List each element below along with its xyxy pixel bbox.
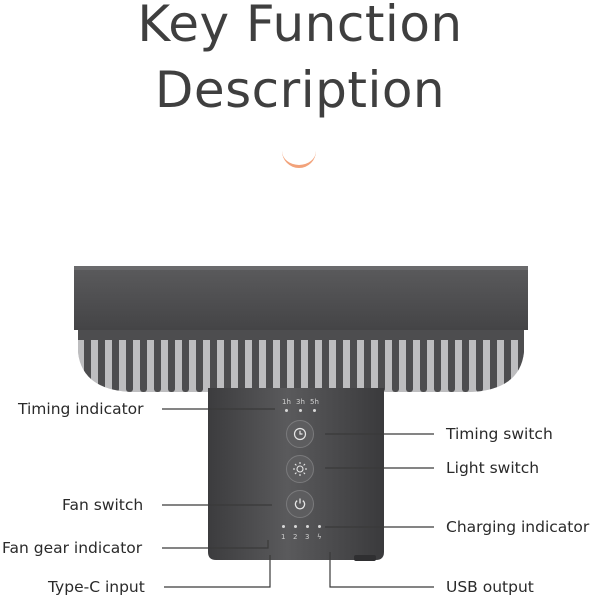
gear-dot-3	[306, 525, 309, 528]
cage-rib	[336, 330, 343, 392]
cage-rib	[364, 330, 371, 392]
cage-rib	[434, 330, 441, 392]
cage-rib	[420, 330, 427, 392]
sun-icon	[293, 462, 307, 476]
label-type-c-input: Type-C input	[48, 578, 145, 596]
clock-icon	[293, 427, 307, 441]
gear-dot-1	[282, 525, 285, 528]
gear-mark-3: 3	[305, 533, 310, 541]
fan-switch-button[interactable]	[286, 490, 314, 518]
label-timing-indicator: Timing indicator	[18, 400, 144, 418]
label-light-switch: Light switch	[446, 459, 540, 477]
label-charging-indicator: Charging indicator	[446, 518, 590, 536]
cage-rib	[196, 330, 203, 392]
title-line-1: Key Function	[137, 0, 463, 53]
leader-lines	[162, 408, 434, 588]
cage-rib	[154, 330, 161, 392]
cage-rib	[476, 330, 483, 392]
gear-mark-1: 1	[281, 533, 286, 541]
cage-rib	[238, 330, 245, 392]
cage-rib	[350, 330, 357, 392]
label-fan-gear-indicator: Fan gear indicator	[2, 539, 143, 557]
label-usb-output: USB output	[446, 578, 534, 596]
cage-rib	[406, 330, 413, 392]
smile-accent-icon	[282, 150, 316, 168]
cage-rib	[294, 330, 301, 392]
cage-rib	[140, 330, 147, 392]
cage-rib	[322, 330, 329, 392]
cage-rib	[448, 330, 455, 392]
title-line-2: Description	[154, 61, 446, 119]
cage-rib	[224, 330, 231, 392]
cage-rib	[504, 330, 511, 392]
timing-switch-button[interactable]	[286, 420, 314, 448]
cage-top-band	[78, 330, 524, 340]
gear-mark-2: 2	[293, 533, 298, 541]
timer-dot-3h	[299, 409, 302, 412]
power-icon	[294, 498, 306, 510]
cage-rib	[266, 330, 273, 392]
label-fan-switch: Fan switch	[62, 496, 144, 514]
timer-dot-1h	[285, 409, 288, 412]
cage-rib	[126, 330, 133, 392]
label-timing-switch: Timing switch	[446, 425, 553, 443]
cage-rib	[98, 330, 105, 392]
cage-rib	[210, 330, 217, 392]
timer-dot-5h	[313, 409, 316, 412]
cage-rib	[252, 330, 259, 392]
cage-rib	[168, 330, 175, 392]
cage-rib	[112, 330, 119, 392]
fan-rim	[74, 268, 528, 330]
cage-rib	[308, 330, 315, 392]
cage-rib	[378, 330, 385, 392]
cage-rib	[280, 330, 287, 392]
charging-dot	[318, 525, 321, 528]
fan-cage	[78, 330, 524, 392]
timer-mark-1h: 1h	[282, 398, 291, 406]
timer-mark-3h: 3h	[296, 398, 305, 406]
cage-rib	[462, 330, 469, 392]
cage-rib	[392, 330, 399, 392]
timer-mark-5h: 5h	[310, 398, 319, 406]
cage-rib	[182, 330, 189, 392]
light-switch-button[interactable]	[286, 455, 314, 483]
gear-dot-2	[294, 525, 297, 528]
cage-rib	[490, 330, 497, 392]
charging-bolt-icon: ϟ	[317, 533, 322, 541]
